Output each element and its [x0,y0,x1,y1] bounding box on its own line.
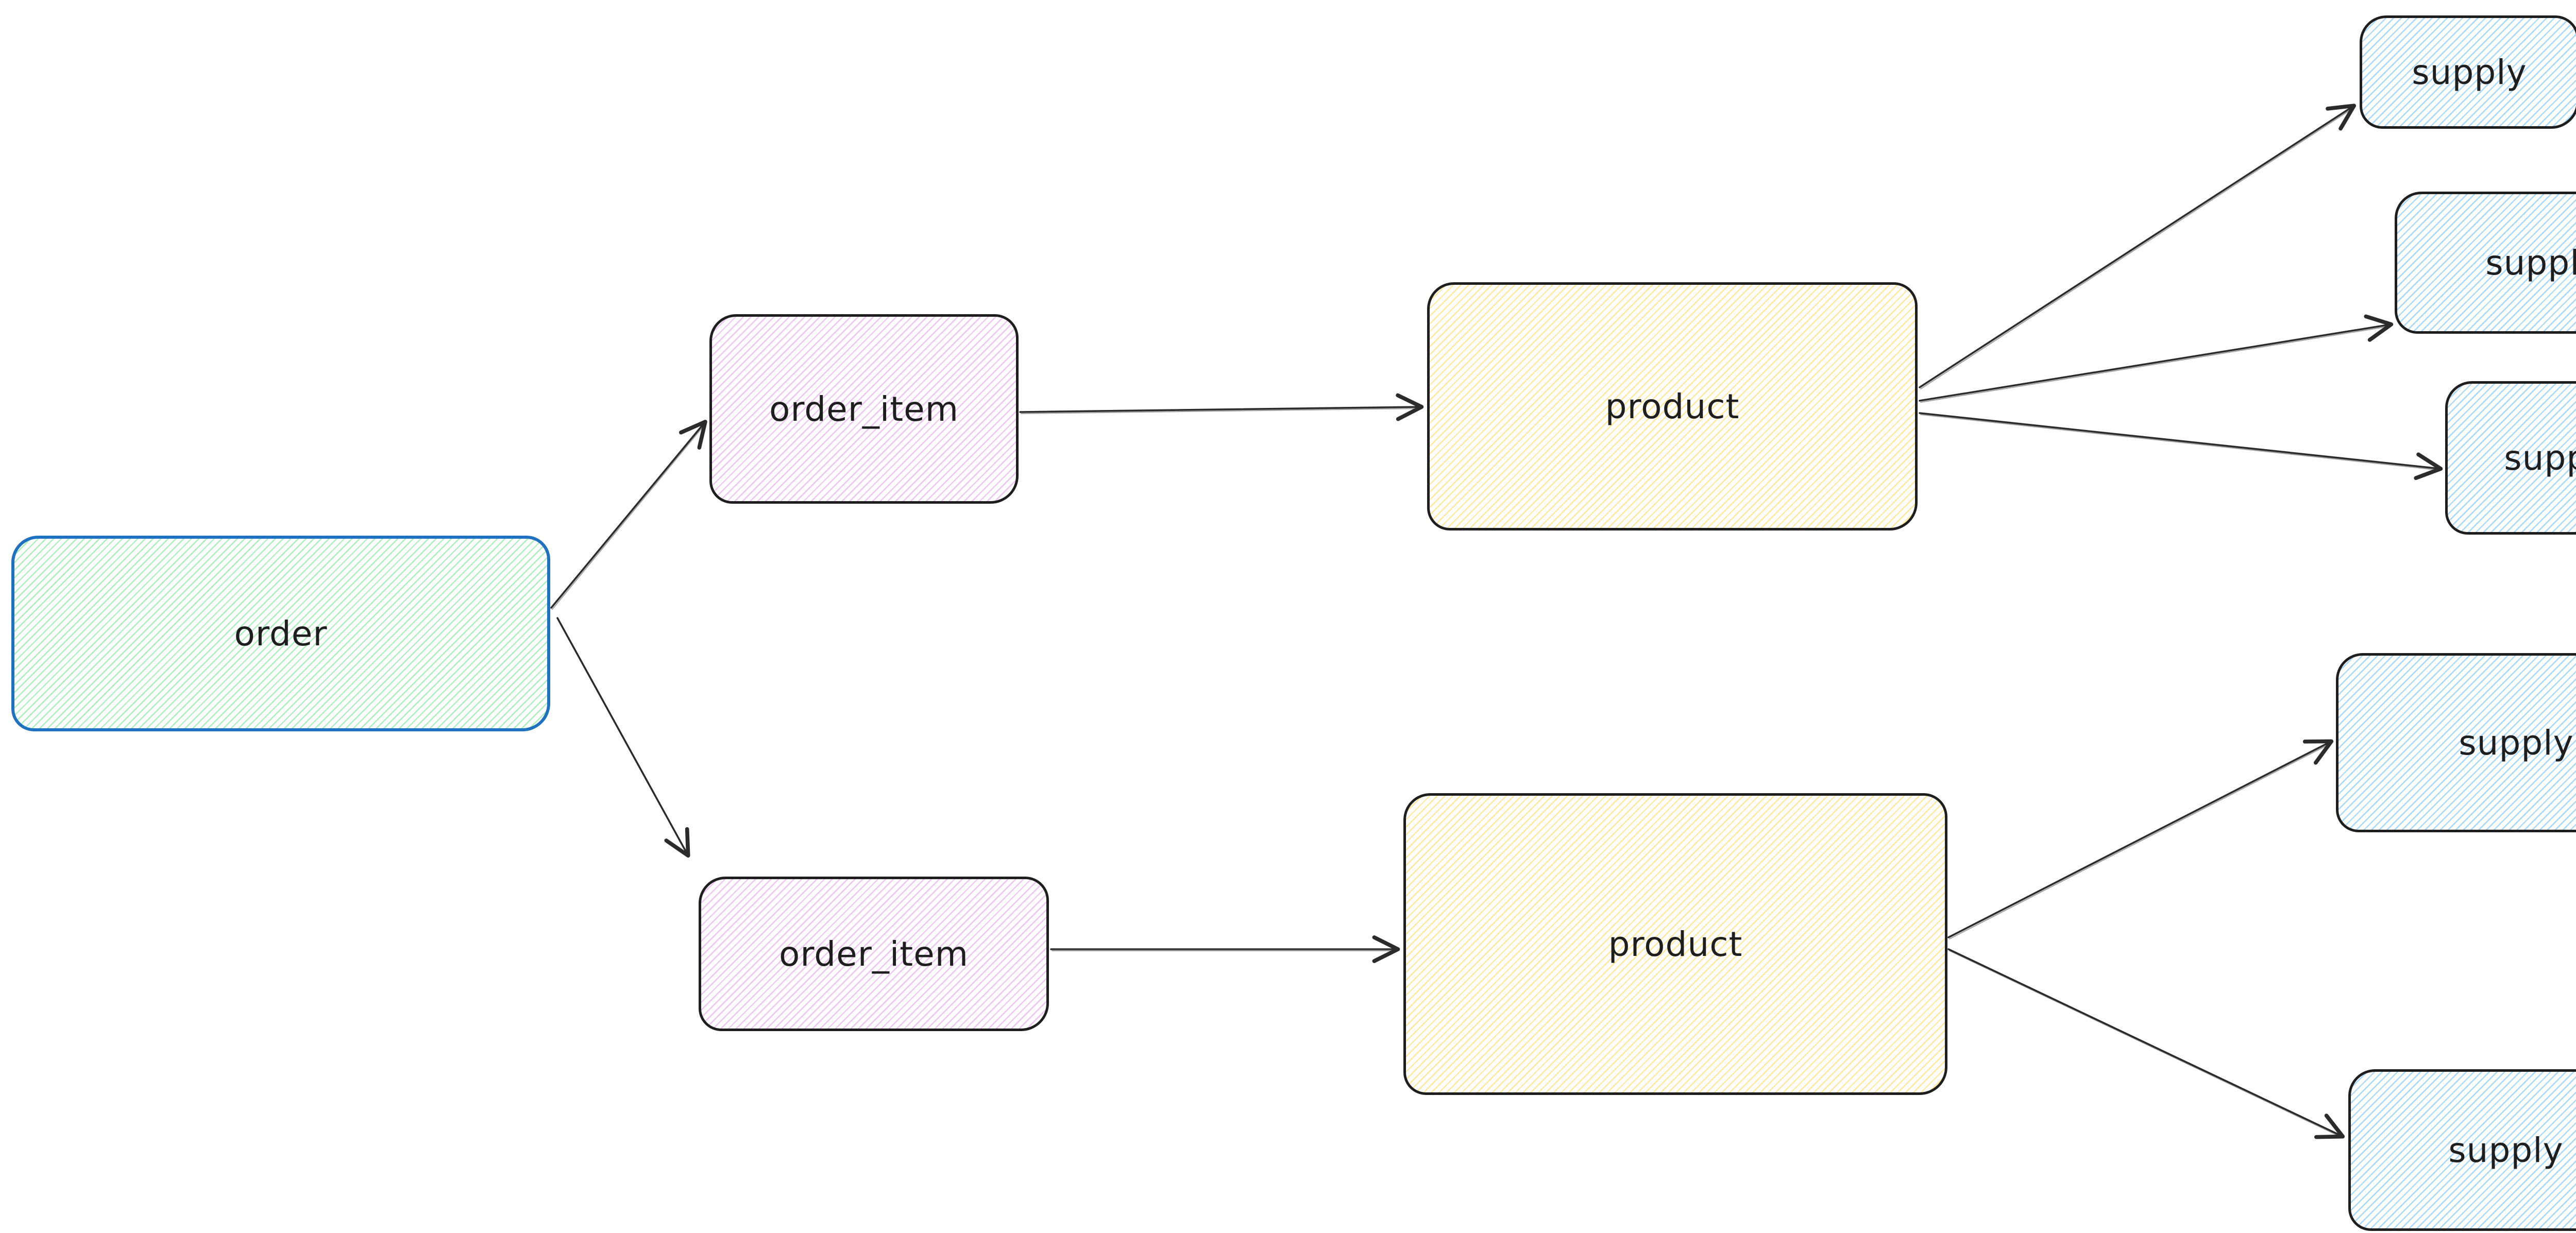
node-supply_5[interactable]: supply [2348,1069,2576,1231]
node-label-supply_2: supply [2485,243,2576,283]
node-label-product_1: product [1605,386,1740,426]
node-product_2[interactable]: product [1403,793,1947,1095]
arrow-order-to-order_item_2[interactable] [556,617,690,858]
arrow-sketch-product_1-supply_1 [1920,107,2354,389]
arrow-product_1-to-supply_2[interactable] [1919,314,2394,402]
node-label-order: order [234,613,328,654]
arrow-sketch-order_item_1-product_1 [1021,408,1422,414]
arrow-product_1-to-supply_3[interactable] [1919,412,2443,481]
arrow-product_2-to-supply_5[interactable] [1947,948,2345,1139]
arrow-sketch-product_1-supply_2 [1920,326,2392,403]
arrow-product_2-to-supply_4[interactable] [1947,739,2334,938]
node-supply_2[interactable]: supply [2395,192,2576,334]
arrow-product_1-to-supply_1[interactable] [1919,104,2357,388]
arrow-sketch-order-order_item_2 [558,619,689,857]
node-label-supply_3: supply [2504,438,2576,478]
node-order[interactable]: order [11,536,550,731]
node-label-order_item_1: order_item [769,389,959,429]
node-supply_1[interactable]: supply [2360,15,2576,129]
node-label-supply_1: supply [2412,52,2527,92]
node-label-supply_4: supply [2459,723,2574,763]
node-supply_3[interactable]: supply [2445,381,2576,535]
node-product_1[interactable]: product [1427,282,1918,530]
arrow-sketch-product_2-supply_5 [1949,950,2343,1138]
node-order_item_2[interactable]: order_item [699,877,1049,1031]
arrow-order_item_1-to-product_1[interactable] [1019,393,1424,421]
arrow-sketch-product_2-supply_4 [1949,743,2332,939]
node-label-product_2: product [1608,924,1743,964]
arrow-sketch-product_1-supply_3 [1920,414,2441,471]
arrow-order-to-order_item_1[interactable] [550,420,707,609]
arrow-sketch-order-order_item_1 [552,423,706,610]
node-order_item_1[interactable]: order_item [709,314,1019,504]
node-supply_4[interactable]: supply [2336,653,2576,832]
node-label-order_item_2: order_item [778,934,969,974]
node-label-supply_5: supply [2448,1130,2564,1170]
